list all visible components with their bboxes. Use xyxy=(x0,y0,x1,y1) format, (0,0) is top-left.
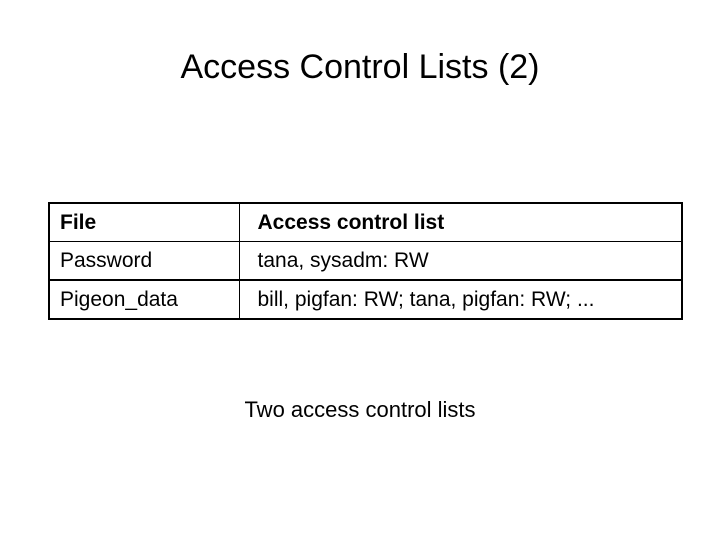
access-control-list-table: File Access control list Password tana, … xyxy=(48,202,683,320)
cell-access-control-list: tana, sysadm: RW xyxy=(238,241,683,281)
column-header-access-control-list: Access control list xyxy=(238,202,683,242)
page-title: Access Control Lists (2) xyxy=(180,48,540,86)
table-header-row: File Access control list xyxy=(48,202,683,242)
table-row: Password tana, sysadm: RW xyxy=(48,241,683,281)
cell-access-control-list: bill, pigfan: RW; tana, pigfan: RW; ... xyxy=(238,279,683,320)
table-row: Pigeon_data bill, pigfan: RW; tana, pigf… xyxy=(48,279,683,320)
figure-caption: Two access control lists xyxy=(244,397,476,422)
cell-file-name: Password xyxy=(48,241,240,281)
cell-file-name: Pigeon_data xyxy=(48,279,240,320)
column-header-file: File xyxy=(48,202,240,242)
